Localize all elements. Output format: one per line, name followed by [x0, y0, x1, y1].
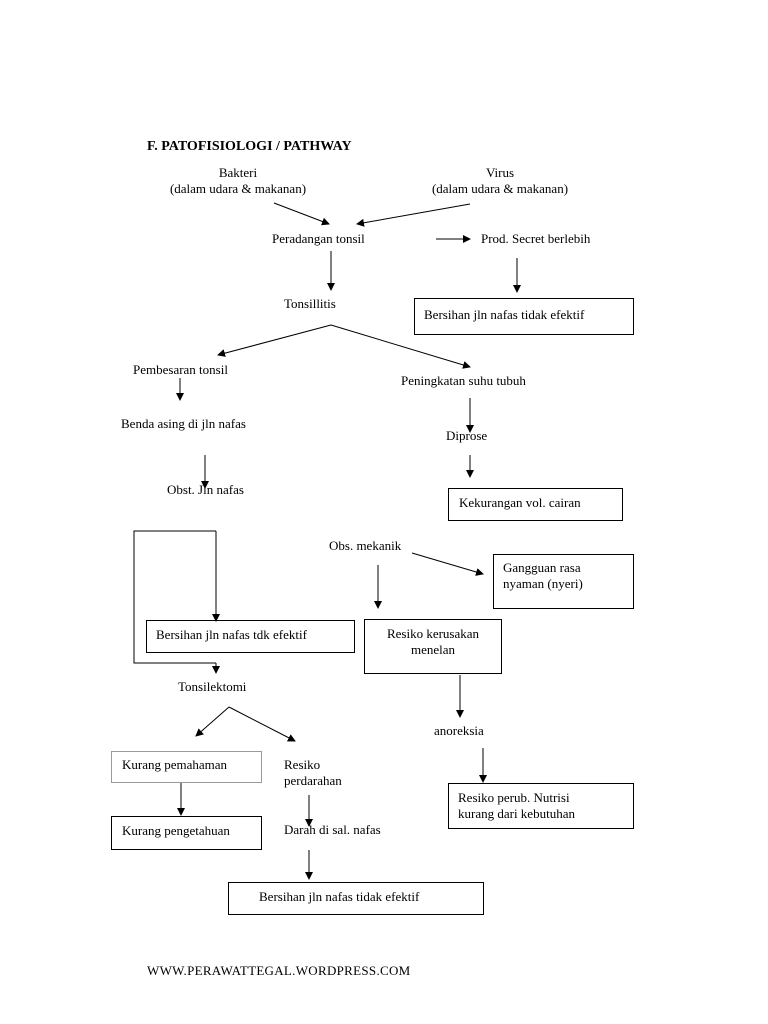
box-gangguan-line2: nyaman (nyeri)	[503, 576, 583, 591]
arrow-tonsillitis-to-peningkatan	[330, 324, 471, 369]
footer-url: WWW.PERAWATTEGAL.WORDPRESS.COM	[147, 963, 411, 978]
box-kurang-pengetahuan-label: Kurang pengetahuan	[122, 823, 230, 838]
node-peningkatan-suhu: Peningkatan suhu tubuh	[401, 373, 526, 388]
node-tonsillitis: Tonsillitis	[284, 296, 336, 311]
node-virus-sublabel: (dalam udara & makanan)	[431, 181, 569, 196]
node-peradangan-tonsil: Peradangan tonsil	[272, 231, 365, 246]
node-tonsilektomi: Tonsilektomi	[178, 679, 247, 694]
arrow-bakteri-to-peradangan	[273, 202, 330, 226]
node-benda-asing: Benda asing di jln nafas	[121, 416, 246, 431]
arrow-tonsillitis-to-pembesaran	[217, 349, 226, 357]
box-kekurangan-vol-cairan: Kekurangan vol. cairan	[448, 488, 623, 521]
node-virus-label: Virus	[485, 165, 515, 180]
node-bakteri-sublabel: (dalam udara & makanan)	[169, 181, 307, 196]
box-kekurangan-label: Kekurangan vol. cairan	[459, 495, 581, 510]
box-bersihan-final-label: Bersihan jln nafas tidak efektif	[259, 889, 420, 904]
node-bakteri-label: Bakteri	[218, 165, 258, 180]
node-prod-secret: Prod. Secret berlebih	[481, 231, 591, 246]
arrow-obs-to-gangguan	[411, 552, 484, 576]
box-bersihan-jln-nafas-final: Bersihan jln nafas tidak efektif	[228, 882, 484, 915]
line-tonsilektomi-left	[195, 706, 230, 737]
loop-line	[133, 530, 216, 664]
node-virus: Virus (dalam udara & makanan)	[410, 165, 590, 197]
node-diprose: Diprose	[446, 428, 488, 443]
box-kurang-pengetahuan: Kurang pengetahuan	[111, 816, 262, 850]
box-resiko-kerusakan-menelan: Resiko kerusakan menelan	[364, 619, 502, 674]
node-resiko-perdarahan-line2: perdarahan	[284, 773, 342, 788]
node-pembesaran-tonsil: Pembesaran tonsil	[133, 362, 228, 377]
box-resiko-kerusakan-line1: Resiko kerusakan	[386, 626, 480, 641]
box-kurang-pemahaman: Kurang pemahaman	[111, 751, 262, 783]
box-resiko-nutrisi-line1: Resiko perub. Nutrisi	[458, 790, 570, 805]
page-heading: F. PATOFISIOLOGI / PATHWAY	[147, 139, 352, 154]
box-bersihan-1-label: Bersihan jln nafas tidak efektif	[424, 307, 585, 322]
node-resiko-perdarahan: Resiko perdarahan	[284, 757, 342, 789]
line-tonsillitis-split	[217, 324, 332, 356]
line-tonsilektomi-right	[228, 706, 296, 742]
box-bersihan-jln-nafas-tdk: Bersihan jln nafas tdk efektif	[146, 620, 355, 653]
box-resiko-perub-nutrisi: Resiko perub. Nutrisi kurang dari kebutu…	[448, 783, 634, 829]
box-bersihan-tdk-label: Bersihan jln nafas tdk efektif	[156, 627, 307, 642]
arrow-virus-to-peradangan	[356, 203, 471, 227]
box-gangguan-rasa-nyaman: Gangguan rasa nyaman (nyeri)	[493, 554, 634, 609]
node-resiko-perdarahan-line1: Resiko	[284, 757, 321, 772]
node-obst-jln-nafas: Obst. Jln nafas	[167, 482, 244, 497]
box-gangguan-line1: Gangguan rasa	[503, 560, 581, 575]
box-bersihan-jln-nafas-1: Bersihan jln nafas tidak efektif	[414, 298, 634, 335]
box-kurang-pemahaman-label: Kurang pemahaman	[122, 757, 228, 772]
node-obs-mekanik: Obs. mekanik	[329, 538, 402, 553]
node-anoreksia: anoreksia	[434, 723, 484, 738]
node-darah-di-sal-nafas: Darah di sal. nafas	[284, 822, 381, 837]
box-resiko-nutrisi-line2: kurang dari kebutuhan	[458, 806, 575, 821]
box-resiko-kerusakan-line2: menelan	[410, 642, 456, 657]
node-bakteri: Bakteri (dalam udara & makanan)	[148, 165, 328, 197]
